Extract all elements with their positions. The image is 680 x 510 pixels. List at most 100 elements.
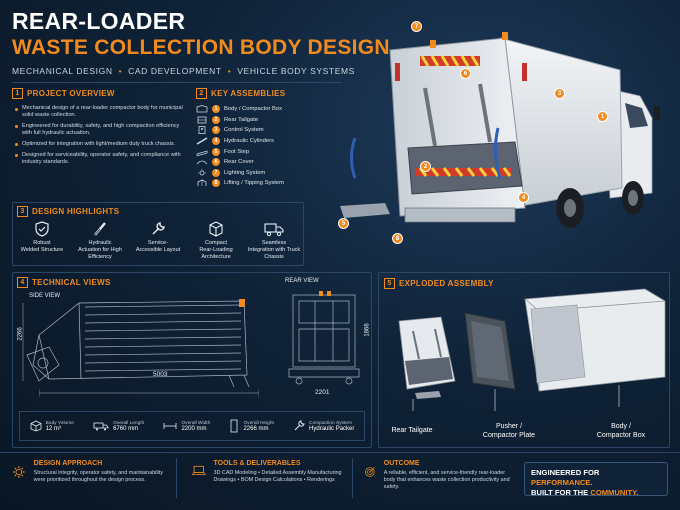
assembly-item: 6 Rear Cover bbox=[196, 157, 346, 168]
compaction-icon bbox=[294, 420, 305, 431]
side-mirror bbox=[654, 106, 660, 120]
highlight-list: Robust Welded Structure Hydraulic Actuat… bbox=[13, 221, 303, 260]
assembly-item: 2 Rear Tailgate bbox=[196, 115, 346, 126]
exploded-drawing bbox=[398, 288, 666, 411]
warning-stripes-bottom bbox=[416, 167, 512, 177]
cube-icon bbox=[209, 221, 223, 237]
grab-handle-left bbox=[350, 137, 357, 179]
grab-handle-right bbox=[493, 127, 502, 179]
assembly-item: 7 Lighting System bbox=[196, 168, 346, 179]
truck-hero-render bbox=[340, 32, 660, 228]
exploded-label-tailgate: Rear Tailgate bbox=[391, 427, 433, 434]
step-icon bbox=[196, 148, 208, 156]
shield-check-icon bbox=[35, 221, 49, 237]
assembly-list: 1 Body / Compactor Box 2 Rear Tailgate 3… bbox=[196, 104, 346, 189]
dim-height-side: 2266 bbox=[17, 327, 24, 341]
beacon-light-right bbox=[502, 32, 508, 40]
assembly-item: 3 Control System bbox=[196, 125, 346, 136]
callout-badge: 4 bbox=[518, 192, 529, 203]
exploded-label-box: Body / Compactor Box bbox=[596, 423, 646, 439]
hydraulic-cylinder-right bbox=[478, 83, 492, 143]
target-icon bbox=[365, 467, 375, 477]
header-divider bbox=[12, 82, 342, 83]
exploded-pusher-plate bbox=[464, 312, 516, 390]
tail-light-left bbox=[395, 63, 400, 81]
tail-light-right bbox=[522, 63, 527, 81]
assembly-item: 1 Body / Compactor Box bbox=[196, 104, 346, 115]
footer-outcome: OUTCOME A reliable, efficient, and servi… bbox=[364, 460, 514, 491]
assembly-item: 5 Foot Step bbox=[196, 146, 346, 157]
callout-badge: 8 bbox=[392, 233, 403, 244]
highlight-item: Robust Welded Structure bbox=[13, 221, 71, 260]
side-view-label: SIDE VIEW bbox=[29, 293, 61, 299]
dim-length: 5003 bbox=[153, 371, 168, 378]
overview-bullet: Optimized for integration with light/med… bbox=[15, 141, 188, 148]
box-icon bbox=[196, 105, 208, 113]
footer-divider bbox=[0, 452, 680, 453]
truck-icon bbox=[264, 223, 284, 237]
callout-badge: 2 bbox=[420, 161, 431, 172]
exploded-assembly: 5 EXPLODED ASSEMBLY Rear Tailgate bbox=[378, 272, 670, 448]
dim-line-length bbox=[39, 389, 259, 397]
exploded-heading: 5 EXPLODED ASSEMBLY bbox=[384, 278, 494, 289]
callout-badge: 7 bbox=[411, 21, 422, 32]
overview-heading: 1 PROJECT OVERVIEW bbox=[12, 88, 188, 99]
warning-stripes-top bbox=[420, 55, 480, 67]
callout-badge: 6 bbox=[460, 68, 471, 79]
callout-badge: 5 bbox=[338, 218, 349, 229]
overview-bullet: Designed for serviceability, operator sa… bbox=[15, 152, 188, 166]
cab-window bbox=[625, 103, 648, 128]
key-assemblies: 2 KEY ASSEMBLIES 1 Body / Compactor Box … bbox=[196, 88, 346, 189]
dim-width-rear: 2201 bbox=[315, 389, 330, 396]
hydraulic-icon bbox=[94, 222, 106, 236]
title-line2: WASTE COLLECTION BODY DESIGN bbox=[12, 36, 390, 59]
dim-height-rear: 1866 bbox=[364, 323, 371, 337]
gear-icon bbox=[13, 466, 25, 478]
highlight-item: Compact Rear-Loading Architecture bbox=[187, 221, 245, 260]
tag-mechanical: MECHANICAL DESIGN bbox=[12, 66, 113, 76]
highlights-heading: 3 DESIGN HIGHLIGHTS bbox=[17, 206, 119, 217]
side-view-drawing bbox=[22, 299, 250, 388]
overview-bullets: Mechanical design of a rear-loader compa… bbox=[12, 105, 188, 166]
overview-bullet: Engineered for durability, safety, and h… bbox=[15, 123, 188, 137]
volume-icon bbox=[30, 420, 41, 432]
assembly-item: 4 Hydraulic Cylinders bbox=[196, 136, 346, 147]
laptop-icon bbox=[192, 465, 206, 476]
lift-icon bbox=[196, 179, 208, 187]
tagline-line1: ENGINEERED FOR PERFORMANCE. bbox=[531, 468, 600, 487]
tailgate-icon bbox=[196, 116, 208, 124]
callout-badge: 3 bbox=[554, 88, 565, 99]
exploded-label-pusher: Pusher / Compactor Plate bbox=[482, 423, 536, 439]
height-icon bbox=[231, 419, 238, 433]
footer-approach: DESIGN APPROACH Structural integrity, op… bbox=[12, 460, 172, 484]
control-icon bbox=[196, 126, 208, 135]
cover-icon bbox=[196, 158, 208, 166]
tag-vehicle: VEHICLE BODY SYSTEMS bbox=[237, 66, 355, 76]
cylinder-icon bbox=[196, 137, 208, 145]
exploded-compactor-box bbox=[524, 288, 666, 392]
length-icon bbox=[93, 422, 109, 431]
lifting-system bbox=[404, 207, 516, 223]
light-icon bbox=[196, 168, 208, 177]
callout-badge: 1 bbox=[597, 111, 608, 122]
rear-view-label: REAR VIEW bbox=[285, 278, 319, 284]
rear-view-drawing bbox=[288, 291, 360, 385]
wrench-icon bbox=[152, 222, 165, 235]
hydraulic-cylinder-left bbox=[423, 87, 437, 147]
subtitle-tags: MECHANICAL DESIGN•CAD DEVELOPMENT•VEHICL… bbox=[12, 66, 355, 76]
technical-heading: 4 TECHNICAL VIEWS bbox=[17, 277, 111, 288]
highlight-item: Seamless Integration with Truck Chassis bbox=[245, 221, 303, 260]
highlight-item: Hydraulic Actuation for High Efficiency bbox=[71, 221, 129, 260]
highlight-item: Service- Accessible Layout bbox=[129, 221, 187, 260]
foot-step bbox=[340, 203, 390, 218]
assemblies-heading: 2 KEY ASSEMBLIES bbox=[196, 88, 346, 99]
tag-cad: CAD DEVELOPMENT bbox=[128, 66, 222, 76]
tagline-line2: BUILT FOR THE COMMUNITY. bbox=[531, 488, 639, 497]
technical-views: 4 TECHNICAL VIEWS SIDE VIEW REAR VIEW 22… bbox=[12, 272, 372, 448]
